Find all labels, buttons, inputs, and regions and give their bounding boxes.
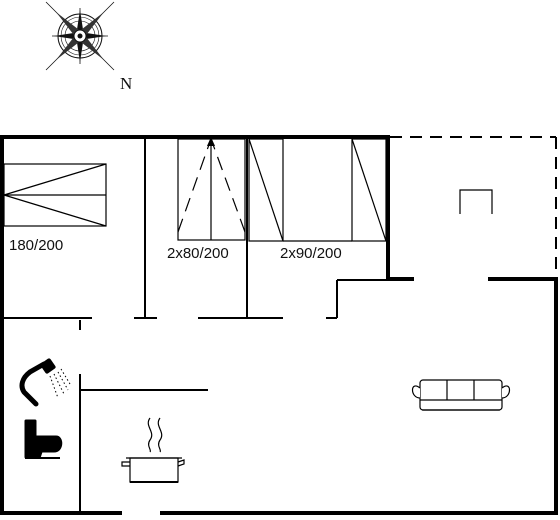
terrace-outline <box>390 136 557 279</box>
sofa-icon <box>411 379 511 411</box>
toilet-icon <box>24 419 63 459</box>
walls <box>0 135 558 515</box>
bed-size-label-bedroom-2: 2x80/200 <box>167 245 229 262</box>
interior-walls <box>4 139 386 511</box>
compass-north-label: N <box>120 74 133 93</box>
double-bed-icon <box>3 163 107 227</box>
compass-rose-icon <box>45 1 115 71</box>
shower-icon <box>19 358 71 407</box>
bed-size-label-bedroom-1: 180/200 <box>9 237 64 254</box>
chair-icon <box>459 189 493 214</box>
bunk-bed-icon-room-3 <box>248 138 387 242</box>
bed-size-label-bedroom-3: 2x90/200 <box>280 245 342 262</box>
bunk-bed-icon-room-2 <box>177 137 246 241</box>
cooking-pot-icon <box>121 417 185 483</box>
